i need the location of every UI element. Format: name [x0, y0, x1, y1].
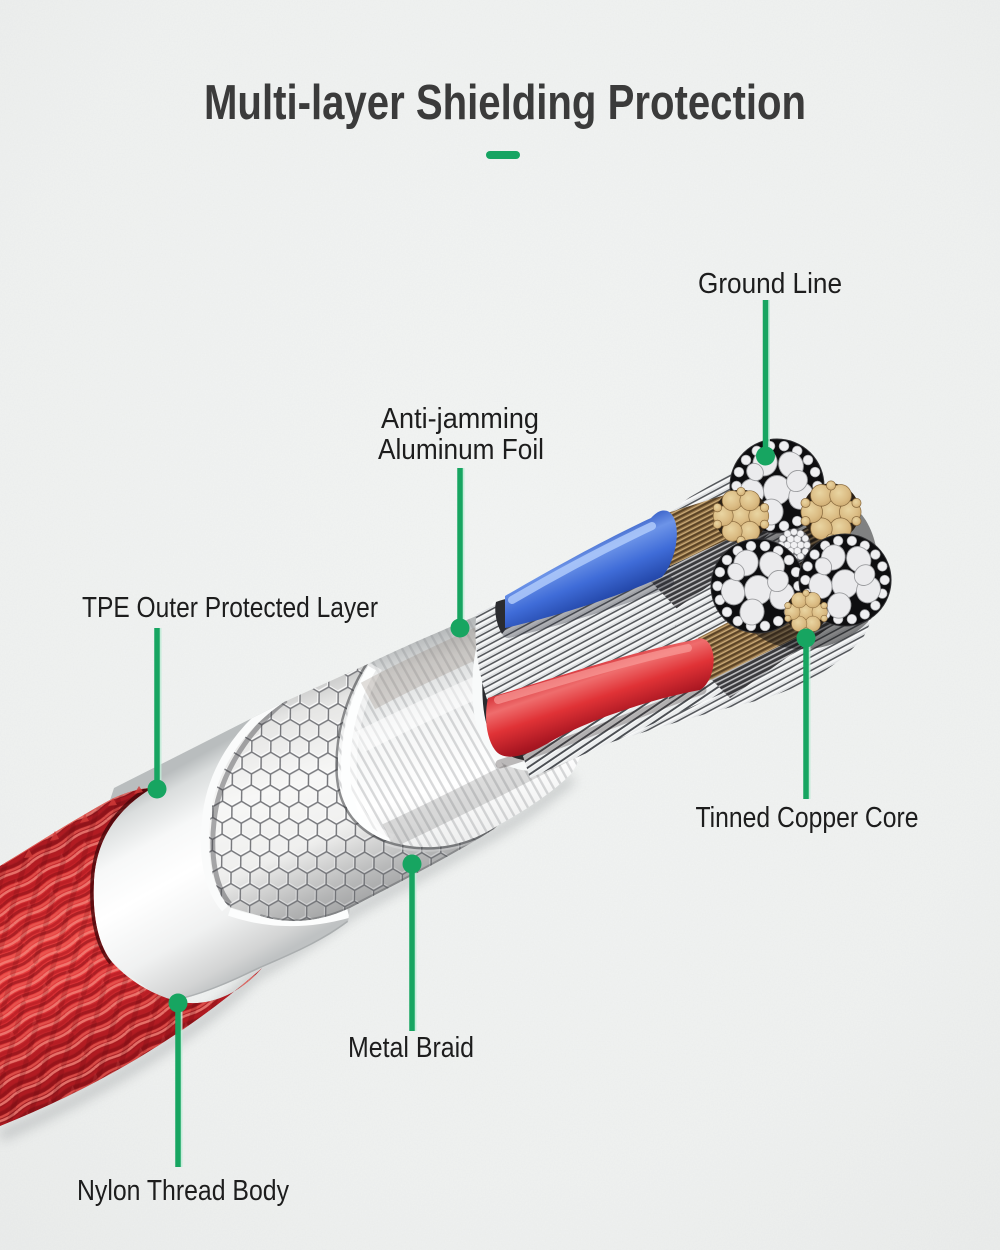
svg-text:TPE Outer Protected Layer: TPE Outer Protected Layer	[82, 592, 378, 624]
svg-text:Anti-jamming: Anti-jamming	[381, 403, 539, 435]
svg-text:Tinned Copper Core: Tinned Copper Core	[696, 802, 919, 834]
svg-text:Ground Line: Ground Line	[698, 268, 842, 300]
svg-text:Multi-layer Shielding Protecti: Multi-layer Shielding Protection	[204, 76, 806, 130]
svg-text:Aluminum Foil: Aluminum Foil	[378, 434, 544, 466]
svg-text:Nylon Thread Body: Nylon Thread Body	[77, 1175, 289, 1207]
svg-text:Metal Braid: Metal Braid	[348, 1032, 474, 1064]
